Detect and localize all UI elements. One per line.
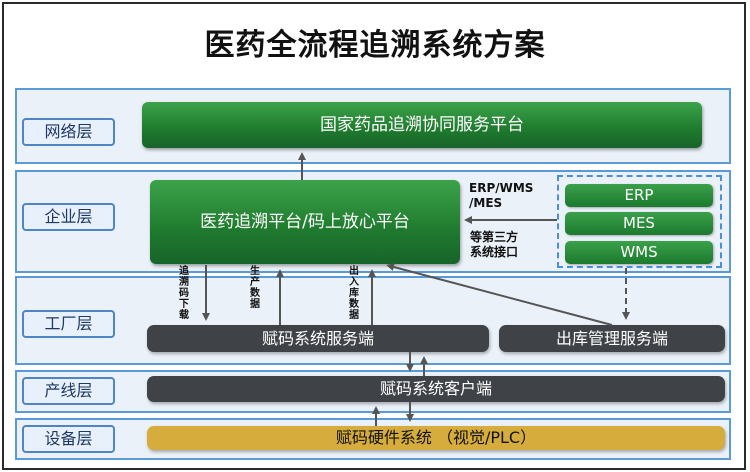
- trace-code-download-label: 追溯码下载: [179, 266, 189, 321]
- interface-note-top-line2: /MES: [469, 196, 503, 210]
- national-platform-block: 国家药品追溯协同服务平台: [142, 102, 702, 148]
- factory-layer-label: 工厂层: [22, 310, 115, 338]
- coding-server-block: 赋码系统服务端: [147, 325, 489, 352]
- interface-note-bottom-line1: 等第三方: [470, 230, 519, 244]
- interface-note-bottom-line2: 系统接口: [470, 245, 519, 259]
- coding-hardware-block: 赋码硬件系统 （视觉/PLC）: [147, 426, 725, 450]
- production-data-label: 生产数据: [250, 266, 260, 310]
- interface-note-top-line1: ERP/WMS: [469, 181, 534, 195]
- wms-system-block: WMS: [565, 241, 713, 264]
- arrow-warehouse-to-platform: [386, 263, 613, 326]
- warehouse-server-block: 出库管理服务端: [499, 325, 725, 352]
- enterprise-platform-block: 医药追溯平台/码上放心平台: [150, 180, 460, 264]
- line-layer-label: 产线层: [22, 377, 115, 405]
- mes-system-block: MES: [565, 212, 713, 235]
- enterprise-layer-label: 企业层: [22, 203, 115, 231]
- inout-data-label: 出入库数据: [349, 266, 359, 321]
- network-layer-label: 网络层: [22, 118, 115, 146]
- erp-system-block: ERP: [565, 184, 713, 207]
- coding-client-block: 赋码系统客户端: [147, 376, 725, 402]
- diagram-title: 医药全流程追溯系统方案: [204, 28, 546, 63]
- device-layer-label: 设备层: [22, 425, 115, 453]
